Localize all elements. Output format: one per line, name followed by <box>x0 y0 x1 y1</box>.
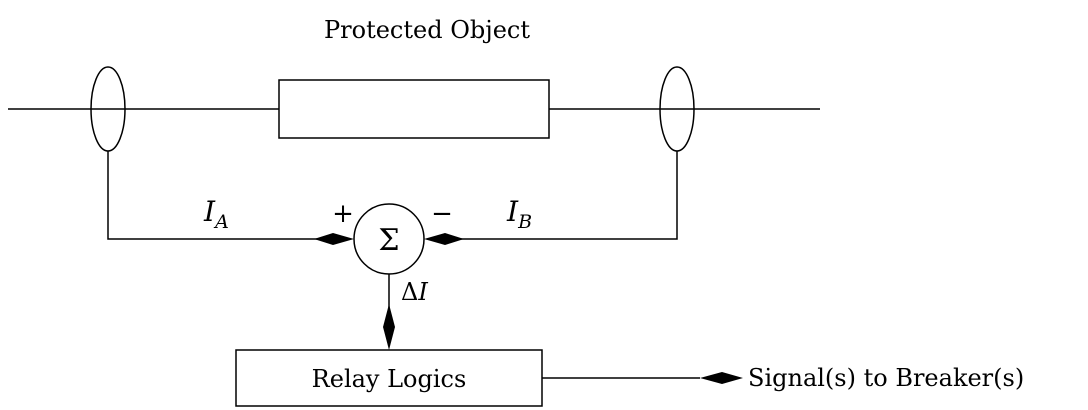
output-signal-label: Signal(s) to Breaker(s) <box>748 364 1024 392</box>
relay-logics-block <box>235 349 543 407</box>
arrowhead-current-b <box>424 233 464 245</box>
arrowhead-output-signal <box>700 372 743 384</box>
wire-current-a <box>107 151 348 240</box>
protected-object-box <box>278 79 550 139</box>
plus-sign: + <box>332 199 354 229</box>
arrowhead-current-a <box>314 233 354 245</box>
relay-logics-label: Relay Logics <box>312 365 467 393</box>
current-b-label: IB <box>506 195 532 233</box>
arrowhead-delta-current <box>383 304 395 350</box>
wire-current-b <box>429 151 678 240</box>
minus-sign: − <box>431 199 453 229</box>
current-a-label: IA <box>203 195 229 233</box>
diagram-title: Protected Object <box>324 16 530 44</box>
sigma-symbol: Σ <box>378 223 399 258</box>
delta-current-label: ΔI <box>401 278 428 306</box>
